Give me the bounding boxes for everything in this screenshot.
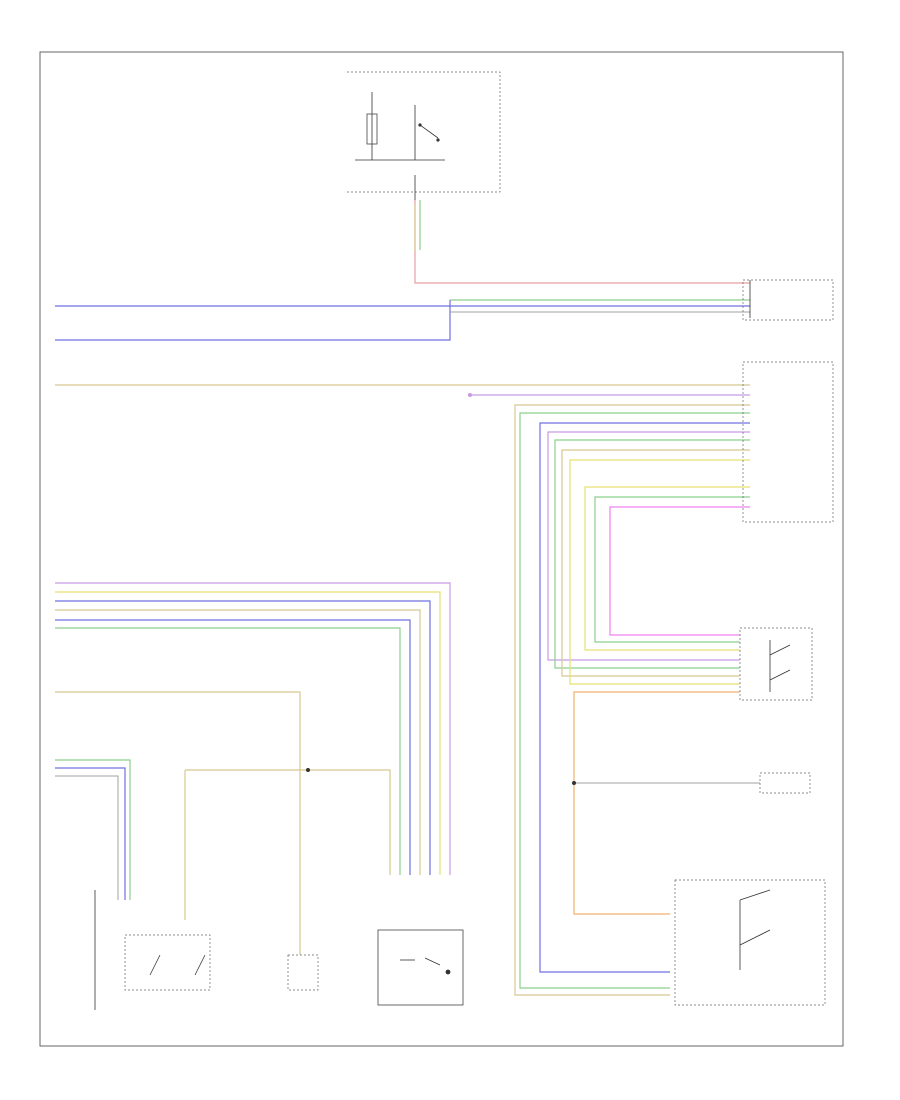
splice-orange [572,781,576,785]
left-seat-connector [742,361,834,523]
right-rear-climate-switch [94,890,211,1010]
left-rear-climate-outline [674,879,826,1006]
right-rear-power-switch-terminal [445,969,451,975]
right-rear-sensor [287,954,319,991]
wire-green-5 [554,439,750,669]
left-rear-power-outline [739,627,813,701]
center-console-outline [742,279,834,321]
wire-yellow-2 [584,486,750,651]
left-rear-climate-switch-arm [739,889,771,901]
wire-yellow-1 [569,459,750,685]
wire-blue-2 [539,422,750,973]
diagram-border [39,51,844,1047]
splice-tan [306,768,310,772]
wire-tan-7 [185,769,391,875]
right-rear-climate-switch-arm-2 [194,954,206,976]
wire-blue-4 [55,619,411,875]
left-rear-sensor [759,772,811,794]
splice-violet [468,393,472,397]
wire-tan-6 [55,691,301,955]
left-rear-climate-switch-arm-2 [739,929,771,946]
wire-tan-3 [514,404,750,996]
left-rear-sensor-outline [759,772,811,794]
wire-violet-3 [55,582,451,875]
right-rear-power-outline [377,929,464,1006]
wire-harness [55,200,760,996]
relay-switch-contact [436,138,440,142]
fuse-block-outline [347,71,501,193]
wire-tan-5 [55,609,421,875]
wire-green-7 [55,627,401,875]
right-rear-power-switch-arm [424,957,441,966]
left-rear-climate-switch [674,879,826,1006]
wire-tan-4 [561,449,750,677]
wire-pink-1 [609,506,750,636]
left-rear-power-switch-arm [769,644,791,656]
feed-wire-red [414,200,750,284]
wire-violet-2 [547,431,750,661]
wire-gray-3 [55,775,119,900]
center-console-connector [742,279,834,321]
relay-switch-pivot [418,123,422,127]
wire-green-8 [55,759,131,900]
wire-yellow-3 [55,591,441,875]
right-rear-power-switch [377,929,464,1006]
right-rear-climate-switch-arm [149,954,161,976]
wire-blue-3 [55,600,431,875]
left-seat-outline [742,361,834,523]
left-rear-power-switch-arm-2 [769,669,791,681]
relay-coil [366,113,378,145]
wire-green-6 [594,496,750,643]
right-rear-sensor-outline [287,954,319,991]
right-rear-climate-outline [124,934,211,991]
wire-blue-5 [55,767,126,900]
relay-switch-arm [419,124,439,139]
wire-green-4 [519,412,750,989]
left-rear-power-switch [739,627,813,701]
wire-green-3 [55,300,451,341]
fuse-block [347,71,501,205]
wire-orange-1 [573,691,740,915]
